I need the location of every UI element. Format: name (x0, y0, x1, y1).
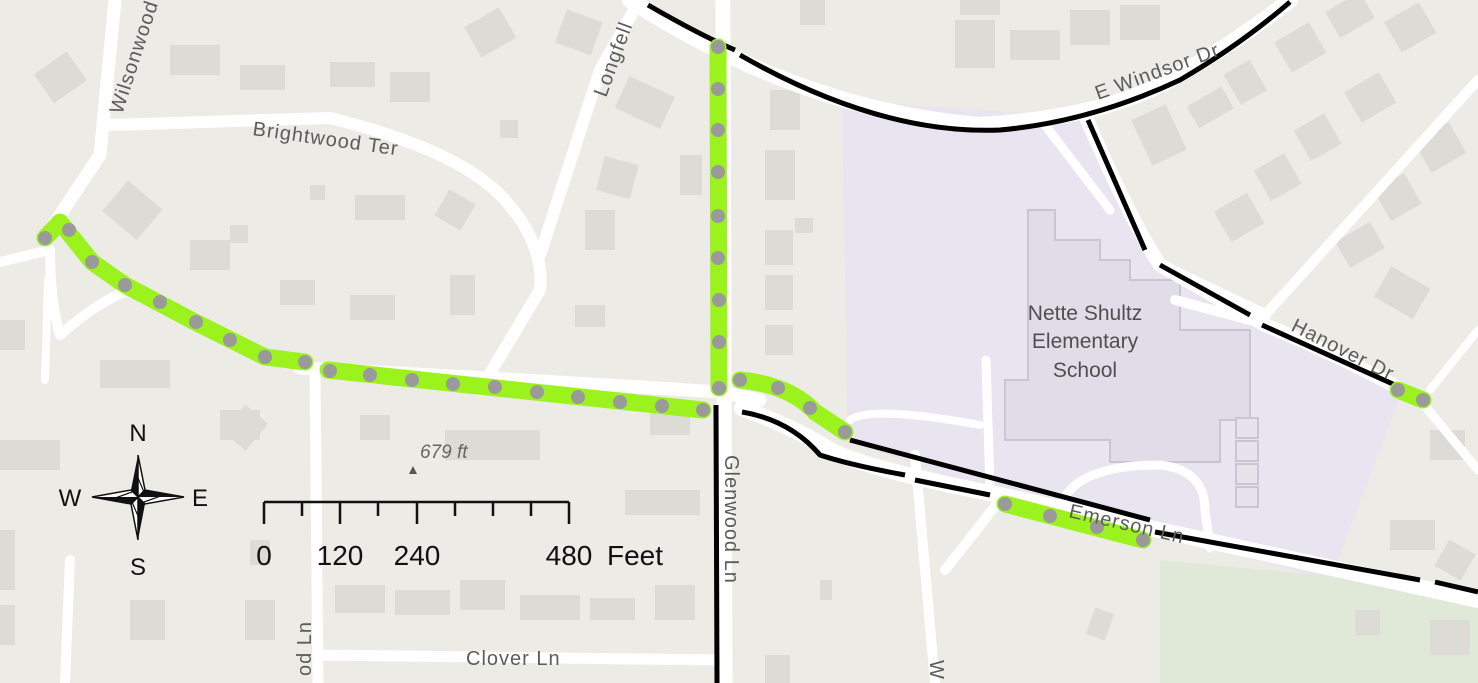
school-label-line2: Elementary (1032, 330, 1139, 353)
elevation-label: 679 ft (420, 442, 468, 463)
sample-points (38, 40, 1430, 547)
elevation-triangle-icon (409, 466, 417, 474)
label-clover-ln: Clover Ln (466, 648, 561, 670)
compass-s-label: S (130, 554, 146, 581)
scale-bar (262, 500, 571, 524)
school-annex (1235, 417, 1259, 508)
school-building (1004, 209, 1251, 463)
scale-tick-0: 0 (256, 540, 272, 571)
scale-tick-240: 240 (394, 540, 441, 571)
school-label-line1: Nette Shultz (1028, 302, 1142, 325)
scale-tick-120: 120 (317, 540, 364, 571)
label-w-street: W (925, 660, 947, 680)
compass-e-label: E (192, 485, 208, 512)
scale-tick-480: 480 (546, 540, 593, 571)
compass-n-label: N (129, 420, 146, 447)
compass-rose-icon (91, 454, 185, 541)
label-wood-ln: od Ln (294, 621, 316, 676)
label-glenwood-ln: Glenwood Ln (720, 455, 742, 584)
scale-unit: Feet (607, 540, 663, 571)
school-label-line3: School (1053, 359, 1117, 382)
park-area (1160, 560, 1478, 683)
boundary-lines (646, 0, 1478, 683)
compass-w-label: W (59, 485, 82, 512)
